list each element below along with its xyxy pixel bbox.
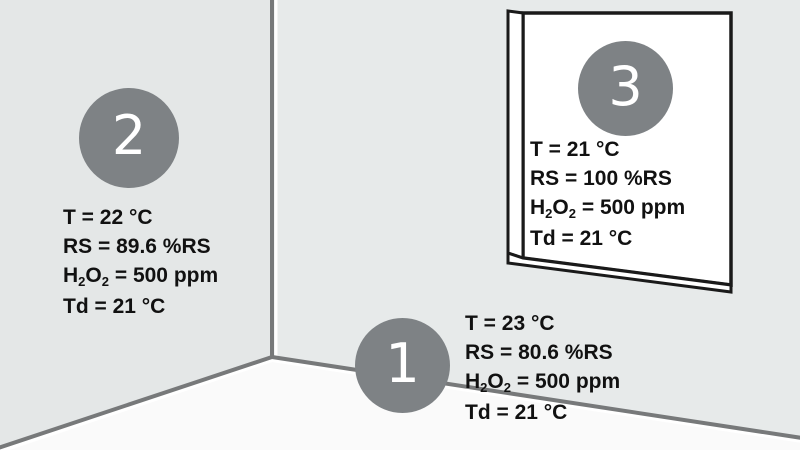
readout-group-2: T = 22 °C RS = 89.6 %RS H2O2 = 500 ppm T… [63,203,218,321]
reading-hydrogen-peroxide-2: H2O2 = 500 ppm [63,261,218,292]
reading-dew-point-3: Td = 21 °C [530,227,633,250]
reading-hydrogen-peroxide-1: H2O2 = 500 ppm [465,367,620,398]
reading-temperature-2: T = 22 °C [63,206,153,229]
h2o2-h-3: H [530,196,546,219]
h2o2-sub1-1: 2 [480,380,488,396]
marker-circle-1[interactable]: 1 [355,318,450,413]
reading-relative-saturation-2: RS = 89.6 %RS [63,235,211,258]
floor-line-left-highlight [0,358,273,450]
h2o2-value-3: = 500 ppm [576,196,686,219]
h2o2-value-1: = 500 ppm [511,370,621,393]
h2o2-sub2-1: 2 [503,380,512,396]
readout-group-1: T = 23 °C RS = 80.6 %RS H2O2 = 500 ppm T… [465,309,620,427]
reading-dew-point-2: Td = 21 °C [63,295,166,318]
h2o2-sub2-3: 2 [568,206,577,222]
h2o2-h-2: H [63,264,79,287]
marker-label-1: 1 [385,331,420,395]
marker-label-2: 2 [111,104,147,167]
h2o2-o-2: O [85,264,102,287]
h2o2-h-1: H [465,370,481,393]
marker-circle-2[interactable]: 2 [79,88,179,188]
marker-label-3: 3 [608,54,643,118]
reading-dew-point-1: Td = 21 °C [465,401,568,424]
reading-temperature-3: T = 21 °C [530,138,620,161]
h2o2-sub1-3: 2 [545,206,553,222]
h2o2-sub1-2: 2 [78,274,86,290]
h2o2-value-2: = 500 ppm [109,264,219,287]
reading-relative-saturation-3: RS = 100 %RS [530,167,672,190]
reading-temperature-1: T = 23 °C [465,312,555,335]
reading-hydrogen-peroxide-3: H2O2 = 500 ppm [530,193,685,224]
readout-group-3: T = 21 °C RS = 100 %RS H2O2 = 500 ppm Td… [530,135,685,253]
h2o2-o-3: O [552,196,569,219]
h2o2-sub2-2: 2 [101,274,110,290]
h2o2-o-1: O [487,370,504,393]
left-wall-surface [0,0,272,448]
reading-relative-saturation-1: RS = 80.6 %RS [465,341,613,364]
floor-line-left [0,355,273,450]
marker-circle-3[interactable]: 3 [578,41,673,136]
